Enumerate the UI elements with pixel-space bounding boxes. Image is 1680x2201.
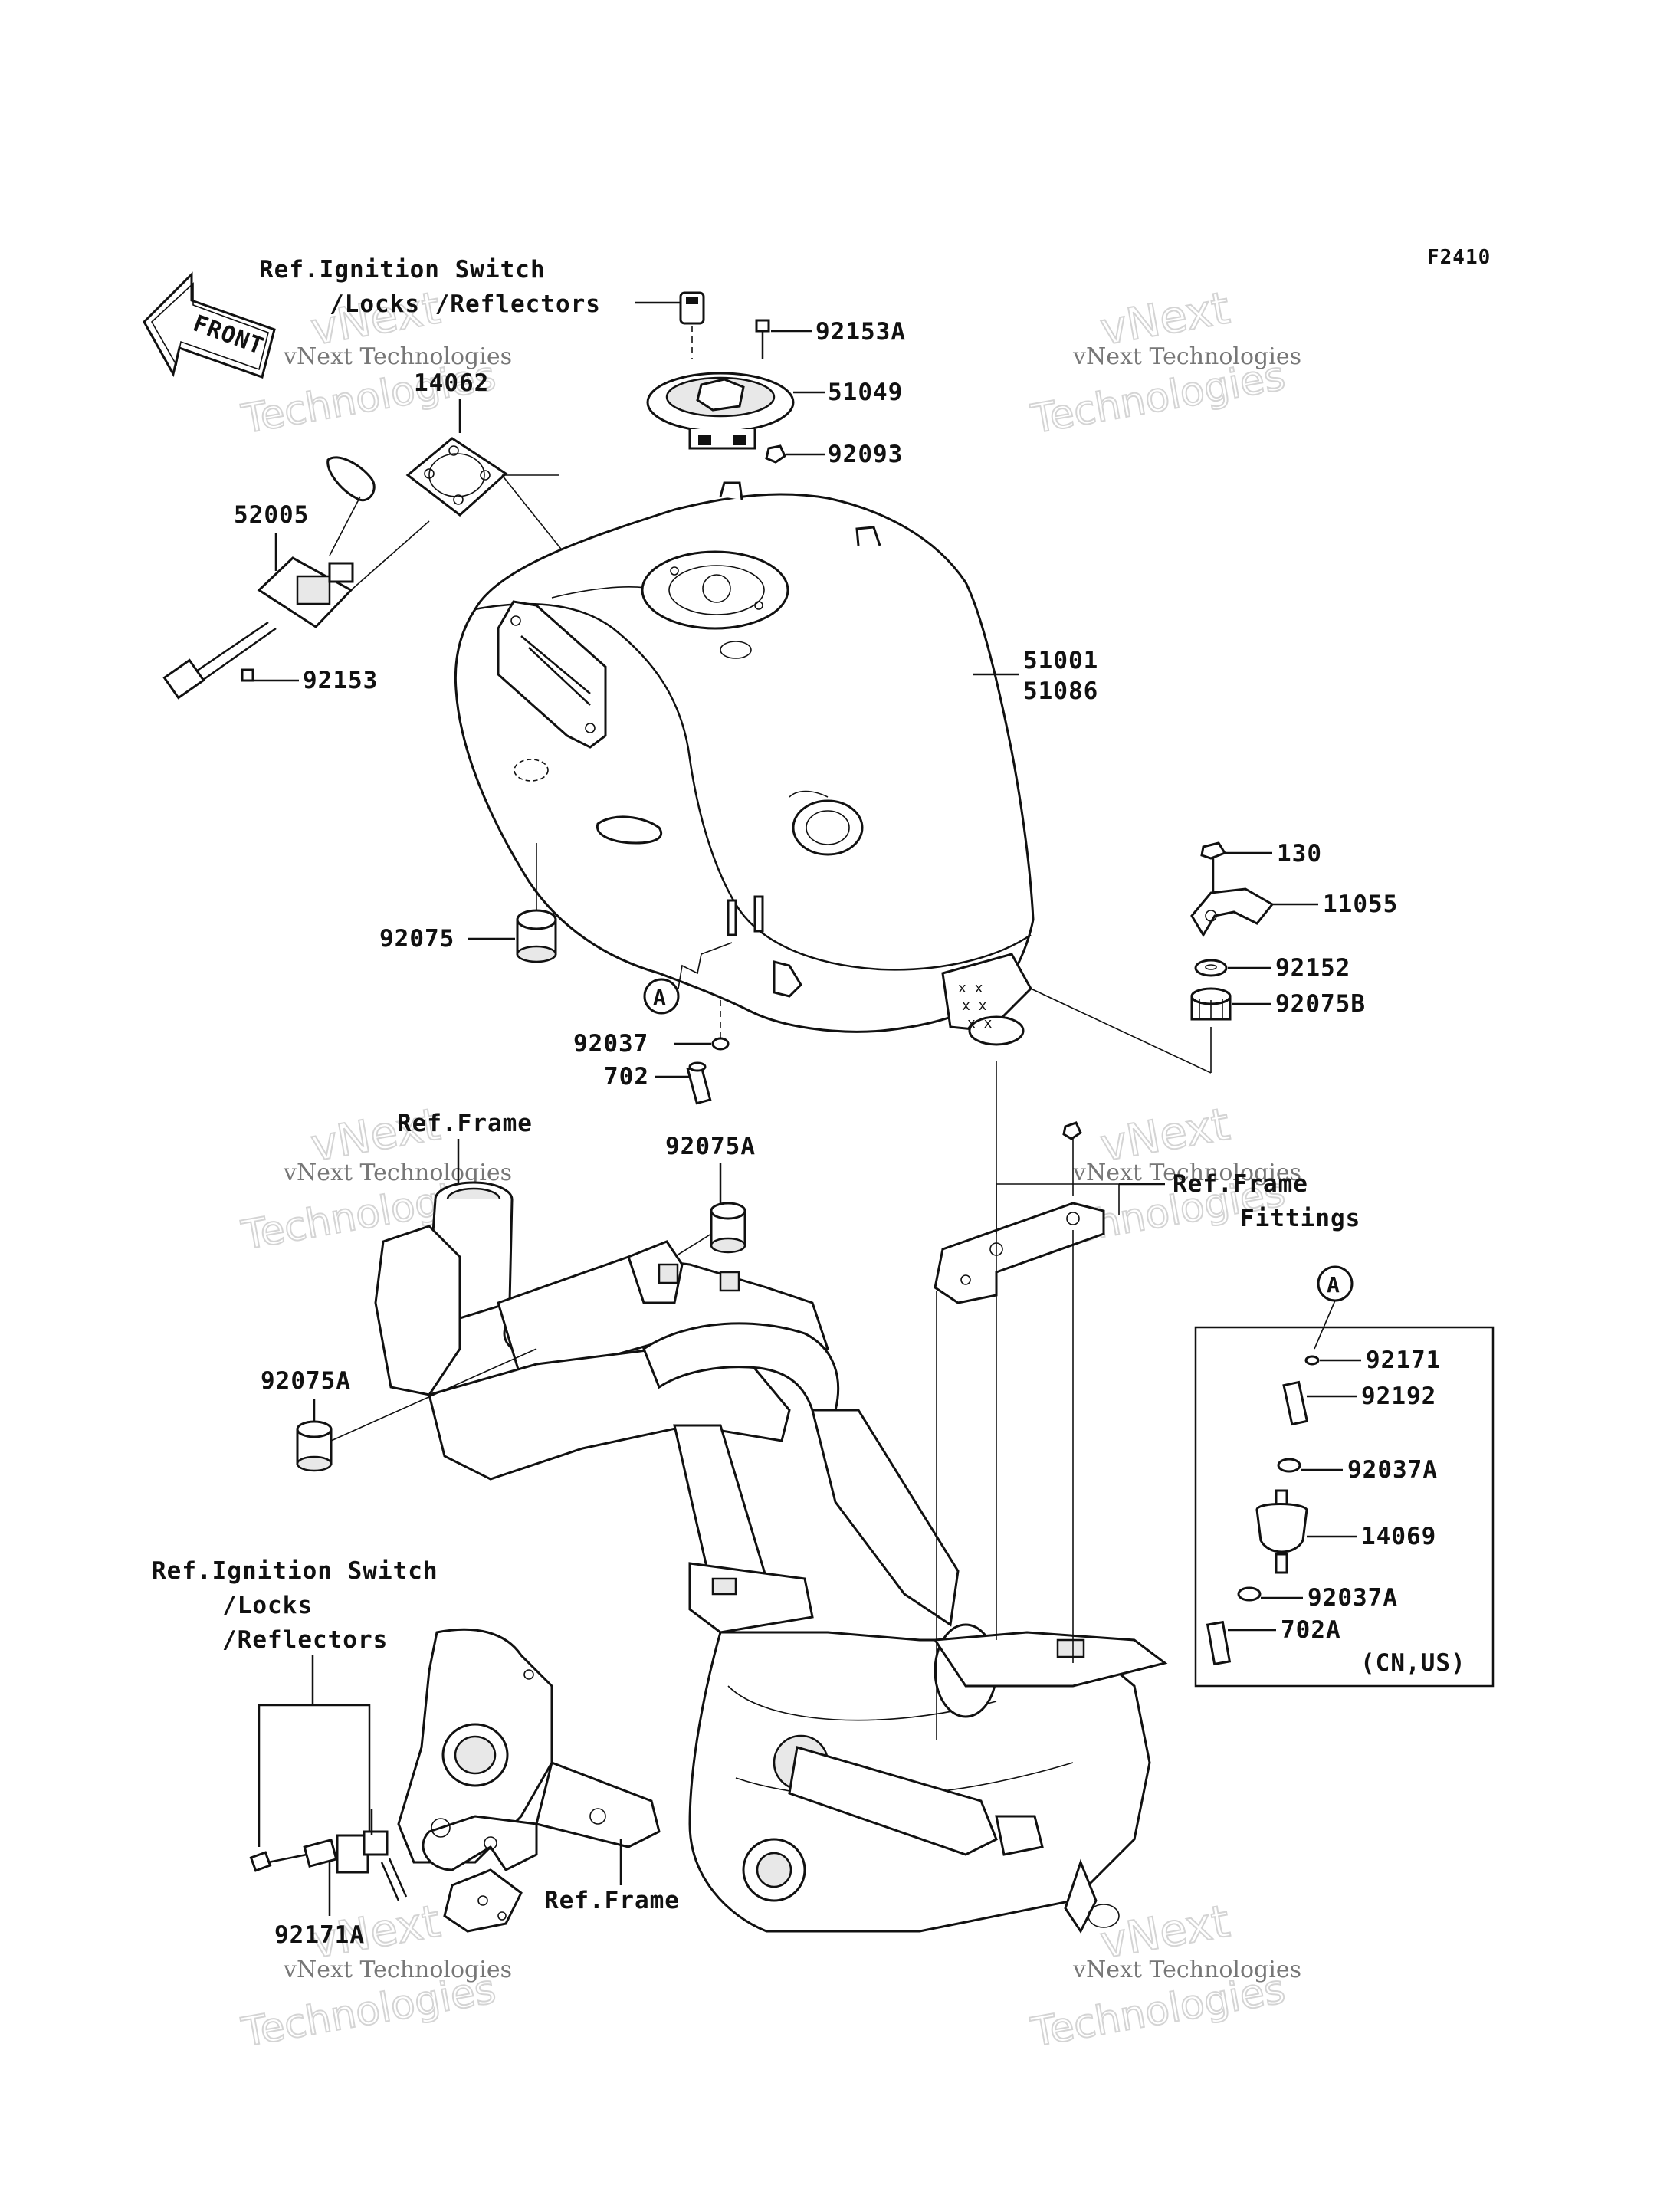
frame-main bbox=[374, 1181, 1168, 1934]
bolt-92153A bbox=[755, 319, 770, 359]
part-92153: 92153 bbox=[303, 667, 378, 694]
lock-cylinder-part bbox=[679, 291, 705, 325]
part-130: 130 bbox=[1277, 840, 1322, 868]
ignition-switch-part bbox=[249, 1809, 408, 1901]
ref-frame-top: Ref.Frame bbox=[397, 1110, 533, 1137]
inset-cn-us: A 92171 92192 92037A 14069 92037A 702A (… bbox=[1194, 1265, 1495, 1688]
pipe-92192 bbox=[1282, 1380, 1309, 1426]
part-92075A-left: 92075A bbox=[261, 1367, 351, 1395]
fuel-cap-51049 bbox=[646, 372, 795, 450]
bracket-11055 bbox=[1190, 887, 1275, 937]
ref-ignition-bottom-line1: Ref.Ignition Switch bbox=[152, 1557, 438, 1585]
region-label: (CN,US) bbox=[1360, 1649, 1466, 1677]
svg-text:A: A bbox=[653, 985, 667, 1010]
clip-92171 bbox=[1304, 1355, 1320, 1366]
svg-text:A: A bbox=[1327, 1272, 1340, 1297]
watermark-company: vNext Technologies bbox=[1072, 1160, 1301, 1186]
steering-head-lower bbox=[397, 1628, 661, 1933]
clip-92037 bbox=[711, 1037, 730, 1051]
ref-ignition-bottom-line2: /Locks bbox=[222, 1592, 313, 1619]
figure-code: F2410 bbox=[1427, 246, 1491, 269]
ref-ignition-bottom-line3: /Reflectors bbox=[222, 1626, 388, 1654]
ref-ignition-top-line2: /Locks /Reflectors bbox=[330, 290, 601, 318]
damper-92075B bbox=[1190, 987, 1232, 1021]
ref-frame-fittings-line1: Ref.Frame bbox=[1173, 1170, 1308, 1198]
watermark-company: vNext Technologies bbox=[1072, 343, 1301, 370]
svg-text:x x: x x bbox=[967, 1015, 993, 1032]
bolt-92093 bbox=[765, 444, 786, 464]
bolt-130 bbox=[1200, 841, 1227, 893]
watermark-top-right: vNext vNext Technologies Technologies bbox=[1027, 280, 1301, 444]
part-92075: 92075 bbox=[379, 925, 454, 953]
front-arrow-icon: FRONT bbox=[143, 271, 276, 379]
clamp-92037A-lower bbox=[1237, 1586, 1262, 1602]
clamp-92037A-upper bbox=[1277, 1458, 1301, 1473]
part-92152: 92152 bbox=[1275, 954, 1350, 982]
part-52005: 52005 bbox=[234, 501, 309, 529]
frame-fitting-bracket bbox=[934, 1121, 1105, 1304]
svg-text:x x: x x bbox=[962, 998, 987, 1014]
part-92153A: 92153A bbox=[815, 318, 906, 346]
filter-14069 bbox=[1255, 1489, 1308, 1574]
callout-a-inset: A bbox=[1317, 1265, 1354, 1302]
part-92192: 92192 bbox=[1361, 1383, 1436, 1410]
part-702A: 702A bbox=[1281, 1616, 1341, 1644]
svg-text:x x: x x bbox=[958, 980, 983, 996]
part-92075A-top: 92075A bbox=[665, 1133, 756, 1160]
watermark-company: vNext Technologies bbox=[283, 343, 512, 370]
fuel-level-sensor-52005 bbox=[162, 456, 376, 700]
fuel-tank-51001: x x x x x x bbox=[454, 481, 1035, 1046]
part-92075B: 92075B bbox=[1275, 990, 1366, 1018]
washer-92152 bbox=[1194, 959, 1228, 977]
ref-frame-fittings-line2: Fittings bbox=[1240, 1205, 1360, 1232]
hose-702 bbox=[686, 1061, 712, 1105]
part-14069: 14069 bbox=[1361, 1523, 1436, 1550]
part-92171: 92171 bbox=[1366, 1347, 1441, 1374]
part-51049: 51049 bbox=[828, 379, 903, 406]
part-92171A: 92171A bbox=[274, 1921, 365, 1949]
damper-92075A-left bbox=[296, 1420, 333, 1472]
part-92037: 92037 bbox=[573, 1030, 648, 1058]
damper-92075 bbox=[516, 909, 557, 963]
tank-bracket-marks: x x x x x x bbox=[958, 980, 993, 1032]
part-51086: 51086 bbox=[1023, 677, 1098, 705]
part-51001: 51001 bbox=[1023, 647, 1098, 674]
damper-92075A-top bbox=[710, 1202, 746, 1254]
part-702: 702 bbox=[604, 1063, 649, 1091]
watermark-company: vNext Technologies bbox=[1072, 1957, 1301, 1983]
callout-a-tank: A bbox=[643, 978, 680, 1015]
part-11055: 11055 bbox=[1323, 891, 1398, 918]
part-14062: 14062 bbox=[414, 369, 489, 397]
part-92093: 92093 bbox=[828, 441, 903, 468]
part-92037A-1: 92037A bbox=[1347, 1456, 1438, 1484]
watermark-company: vNext Technologies bbox=[283, 1957, 512, 1983]
hose-702A bbox=[1206, 1620, 1232, 1666]
watermark-bottom-right: vNext vNext Technologies Technologies bbox=[1027, 1894, 1301, 2057]
ref-frame-bottom: Ref.Frame bbox=[544, 1887, 680, 1914]
gasket-14062 bbox=[405, 437, 508, 517]
ref-ignition-top-line1: Ref.Ignition Switch bbox=[259, 256, 546, 284]
bolt-92153 bbox=[241, 668, 254, 682]
part-92037A-2: 92037A bbox=[1308, 1584, 1398, 1612]
